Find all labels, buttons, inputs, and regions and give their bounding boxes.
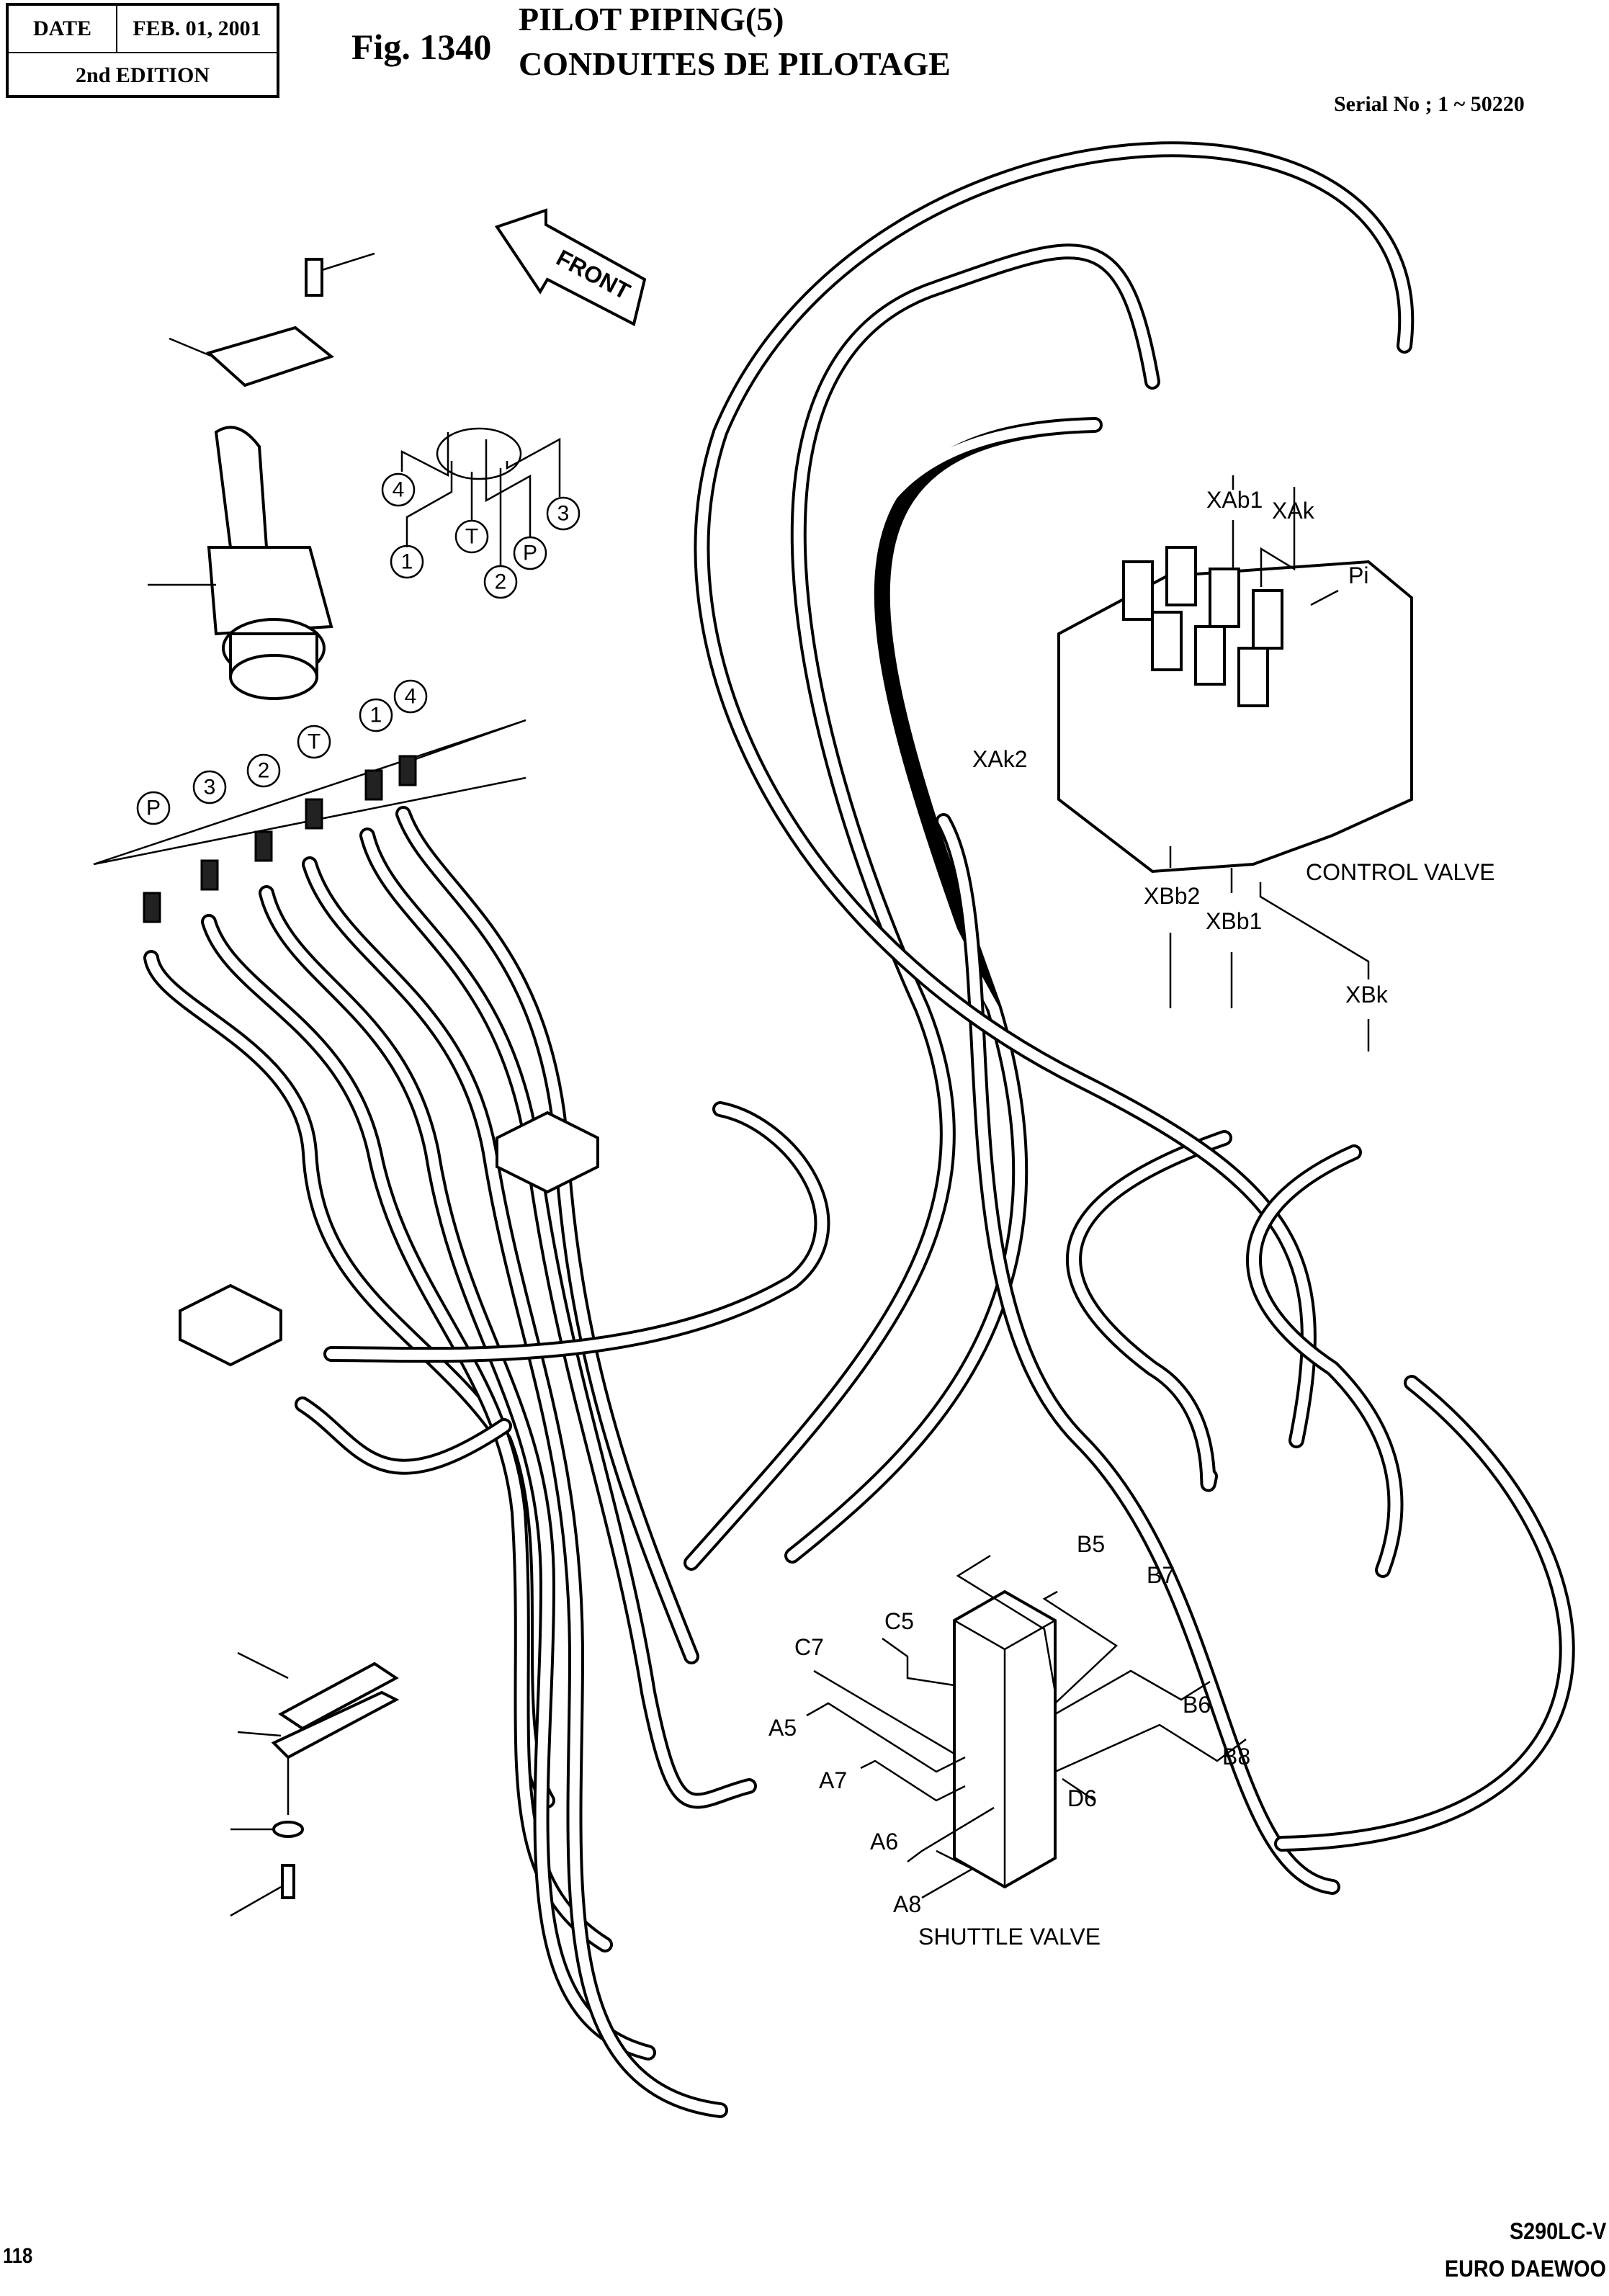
fitting-callout: T [308, 730, 321, 754]
port-XAk2: XAk2 [972, 746, 1027, 772]
pilot-hoses [143, 141, 1575, 2118]
port-callout: 3 [557, 502, 570, 526]
port-callout: 1 [401, 550, 413, 574]
port-C7: C7 [794, 1634, 824, 1660]
joystick-port-plate: 4 1 T 2 P 3 [381, 427, 581, 599]
fitting-callout: 4 [405, 685, 417, 709]
control-valve-label: CONTROL VALVE [1306, 859, 1495, 885]
pilot-blocks [179, 1111, 599, 1367]
fitting-callout: P [146, 797, 161, 820]
port-B5: B5 [1077, 1531, 1105, 1557]
port-A8: A8 [893, 1891, 921, 1917]
shuttle-valve-label: SHUTTLE VALVE [918, 1924, 1101, 1950]
page-number: 118 [3, 2244, 33, 2268]
title-english: PILOT PIPING(5) [519, 1, 784, 37]
brand-name: EURO DAEWOO [1444, 2256, 1606, 2282]
date-label: DATE [9, 6, 117, 52]
port-XBb1: XBb1 [1206, 908, 1262, 934]
port-XAb1: XAb1 [1206, 487, 1263, 513]
shuttle-valve: SHUTTLE VALVE B5 B7 C5 C7 B6 A5 B8 A7 D6… [768, 1531, 1250, 1950]
fitting-callout: 3 [204, 776, 216, 799]
edition-label: 2nd EDITION [76, 63, 210, 87]
port-A6: A6 [870, 1829, 898, 1855]
front-arrow-icon: FRONT [494, 208, 647, 326]
model-name: S290LC-V [1509, 2218, 1606, 2244]
joystick-fittings: P 3 2 T 1 4 [93, 679, 526, 923]
port-XBk: XBk [1345, 982, 1389, 1008]
pilot-joystick [148, 252, 375, 700]
port-B8: B8 [1222, 1744, 1250, 1770]
port-callout: 2 [495, 570, 507, 594]
title-french: CONDUITES DE PILOTAGE [519, 45, 951, 82]
figure-number: Fig. 1340 [351, 27, 492, 67]
port-callout: P [523, 542, 537, 565]
fitting-callout: 1 [370, 704, 382, 727]
port-Pi: Pi [1348, 562, 1368, 588]
port-B7: B7 [1147, 1562, 1175, 1588]
port-callout: T [465, 525, 478, 549]
port-XBb2: XBb2 [1144, 883, 1200, 909]
fitting-callout: 2 [258, 759, 270, 783]
port-callout: 4 [393, 478, 405, 502]
date-value: FEB. 01, 2001 [133, 17, 261, 40]
port-C5: C5 [884, 1608, 914, 1634]
hose-clamp [230, 1651, 400, 1917]
port-A7: A7 [819, 1767, 847, 1793]
header-date-box: DATE FEB. 01, 2001 2nd EDITION [6, 3, 279, 98]
control-valve: CONTROL VALVE XAb1 XAk Pi XAk2 XBb2 XBb1… [972, 475, 1495, 1051]
serial-range: Serial No ; 1 ~ 50220 [1334, 92, 1525, 116]
port-A5: A5 [768, 1715, 797, 1741]
